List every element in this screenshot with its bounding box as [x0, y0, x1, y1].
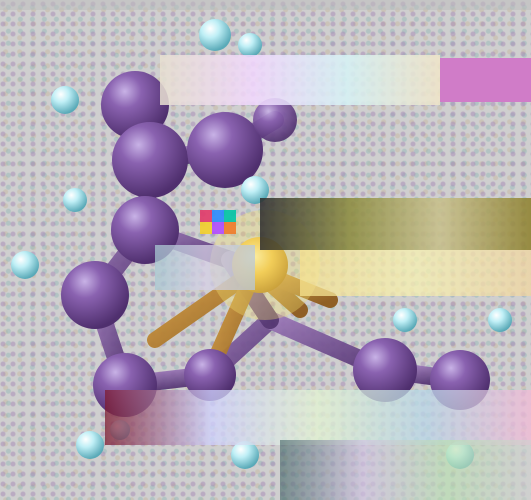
atom [51, 86, 79, 114]
atom [11, 251, 39, 279]
atom [430, 350, 490, 410]
atom [112, 122, 188, 198]
atom [61, 261, 129, 329]
atom [231, 441, 259, 469]
atom [63, 188, 87, 212]
atom [393, 308, 417, 332]
colored-pixels [200, 210, 236, 234]
atom [446, 441, 474, 469]
atoms [11, 19, 512, 469]
atom [110, 420, 130, 440]
atom [238, 33, 262, 57]
atom [76, 431, 104, 459]
atom [488, 308, 512, 332]
atom [111, 196, 179, 264]
atom [253, 98, 297, 142]
atom [101, 71, 169, 139]
atom [241, 176, 269, 204]
atom [187, 112, 263, 188]
atom [199, 19, 231, 51]
atom [353, 338, 417, 402]
atom [93, 353, 157, 417]
atom [184, 349, 236, 401]
